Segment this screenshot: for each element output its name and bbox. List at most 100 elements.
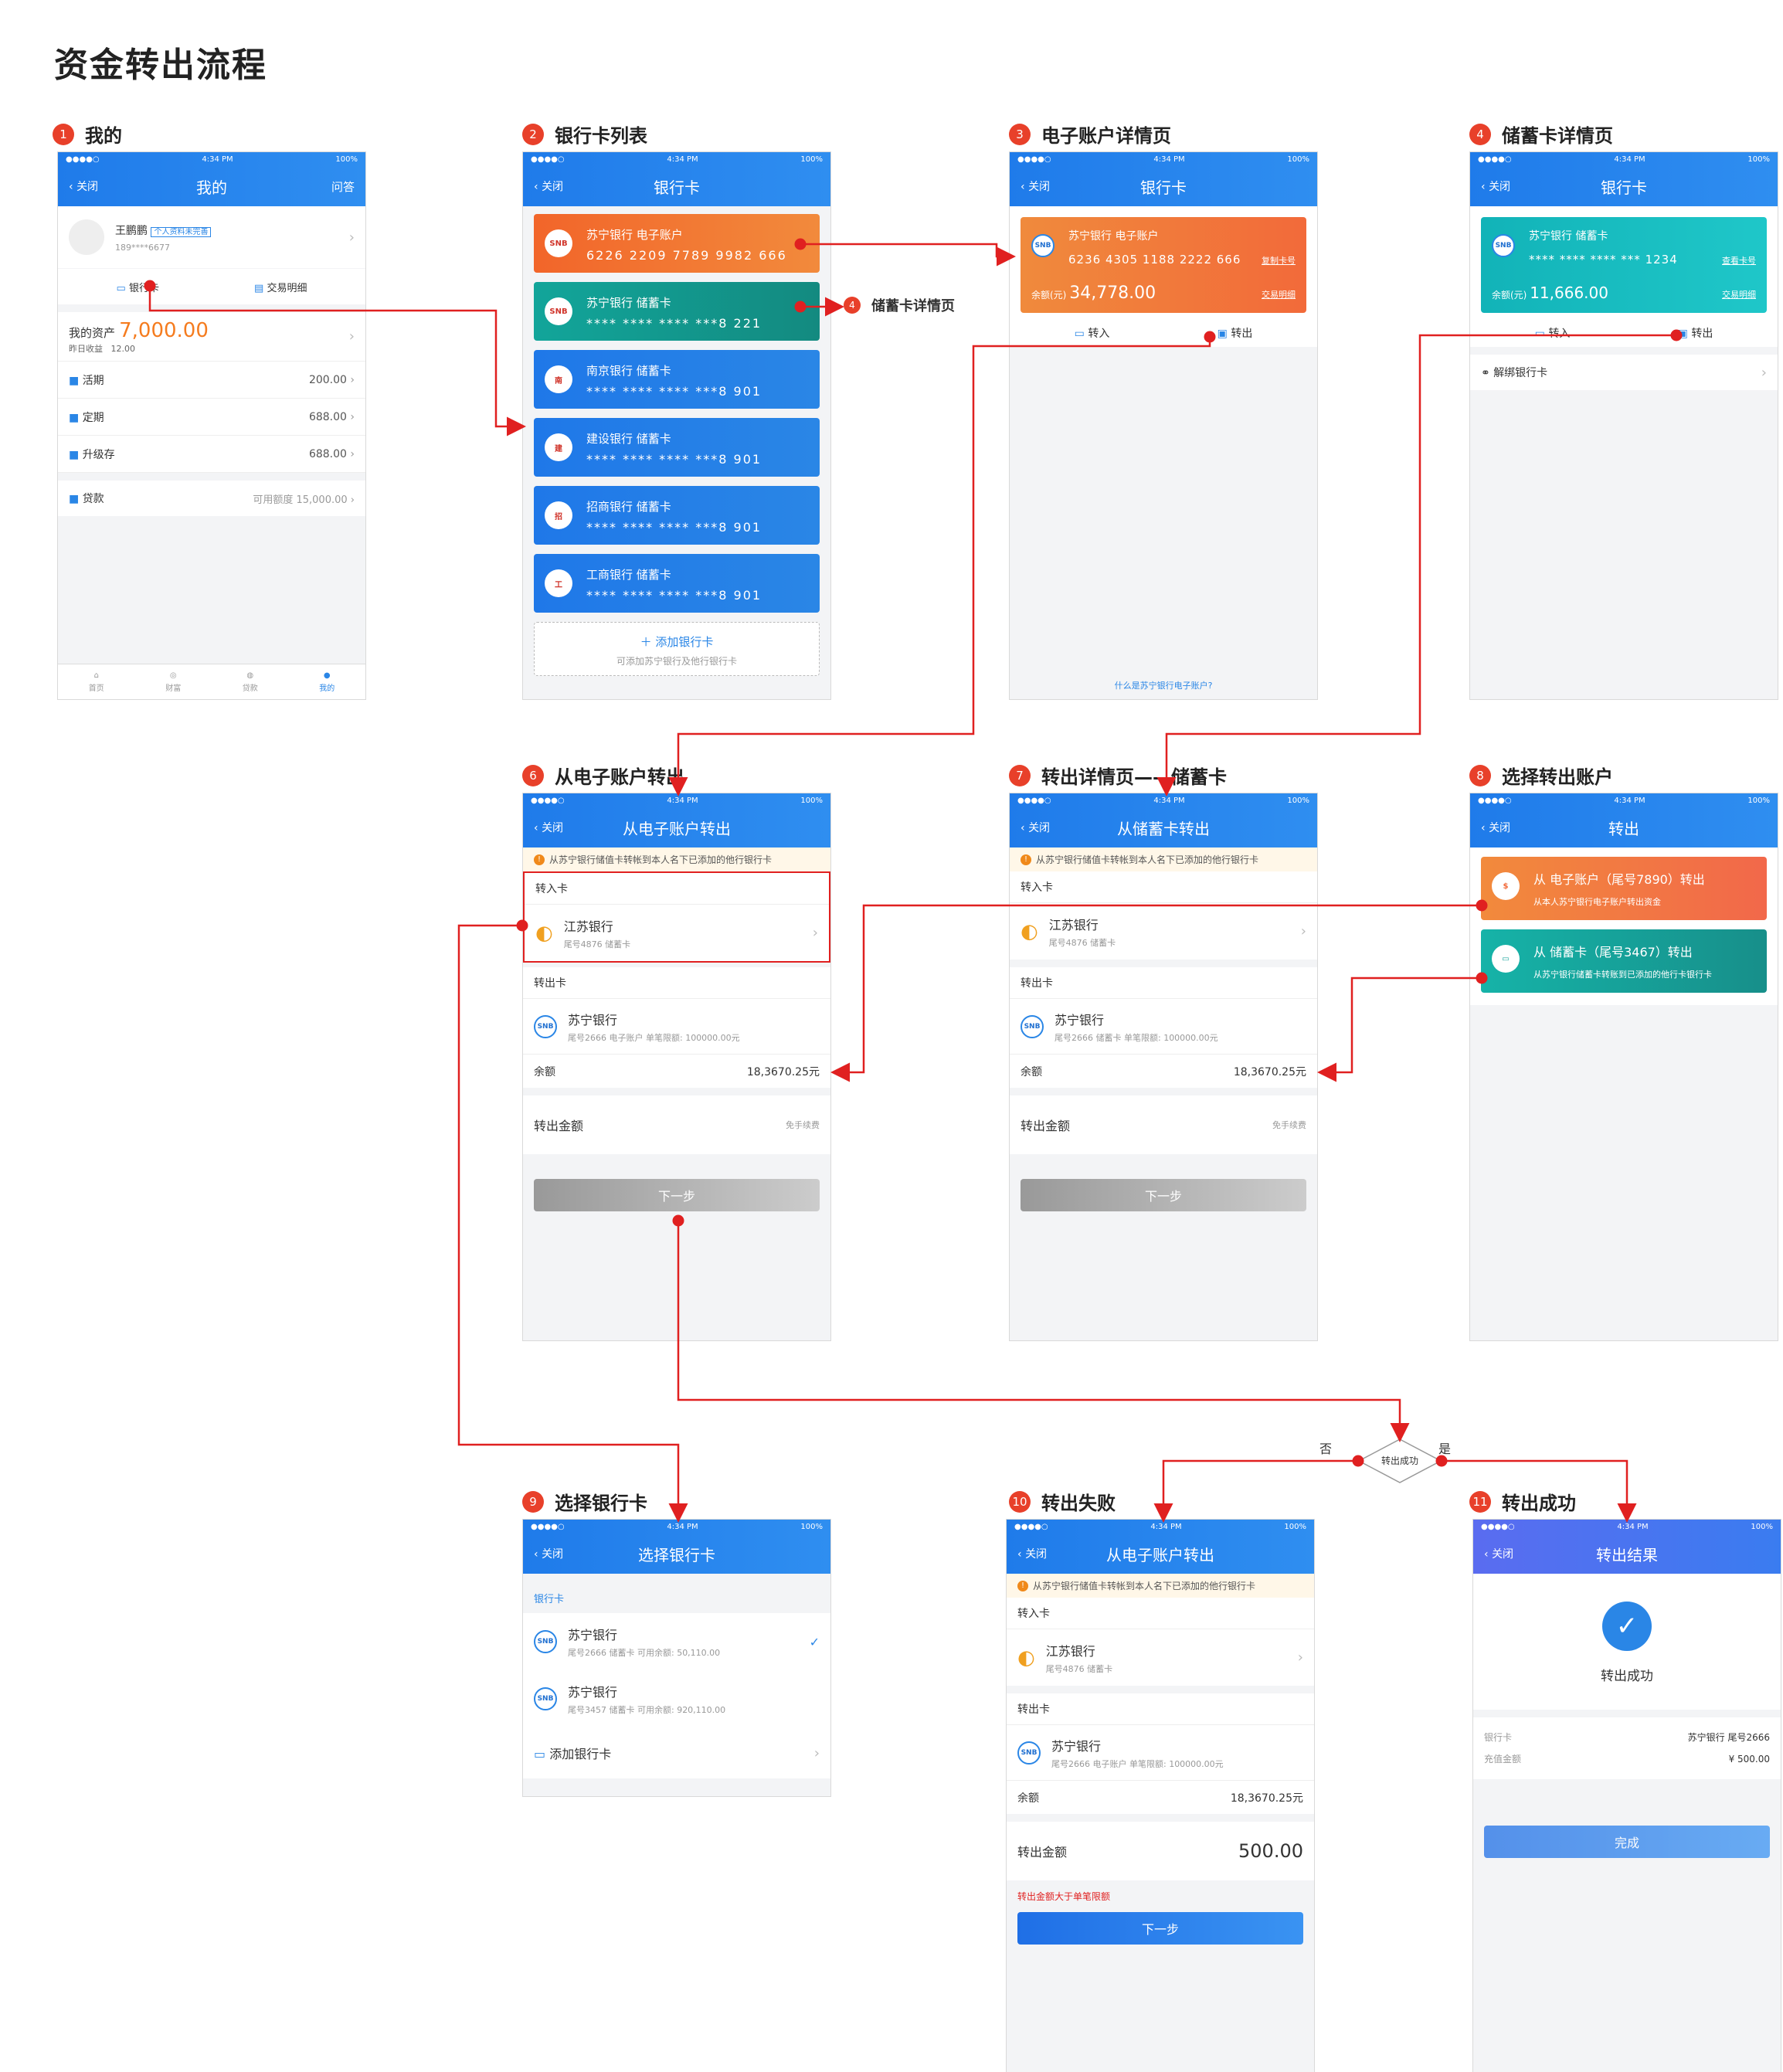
transfer-out-button[interactable]: ▣ 转出 xyxy=(1677,328,1713,340)
snb-logo-icon: SNB xyxy=(1021,1014,1044,1038)
profile-row[interactable]: 王鹏鹏 个人资料未完善 189****6677 › xyxy=(58,206,365,268)
add-card-row[interactable]: ▭ 添加银行卡› xyxy=(523,1727,830,1778)
error-message: 转出金额大于单笔限额 xyxy=(1017,1891,1111,1902)
bank-logo-icon: 招 xyxy=(545,501,572,529)
close-button[interactable]: ‹ 关闭 xyxy=(1481,822,1511,834)
option-debit-card[interactable]: ▭从 储蓄卡（尾号3467）转出从苏宁银行储蓄卡转账到已添加的他行卡银行卡 xyxy=(1481,929,1767,993)
bank-card[interactable]: 建建设银行 储蓄卡**** **** **** ***8 901 xyxy=(534,418,820,477)
card-icon: ▭ xyxy=(1492,945,1520,973)
arrow-8b-to-7 xyxy=(1317,972,1488,1082)
tab-my[interactable]: ●我的 xyxy=(319,671,335,693)
faq-link[interactable]: 什么是苏宁银行电子账户? xyxy=(1114,681,1213,691)
next-button[interactable]: 下一步 xyxy=(1021,1179,1306,1211)
list-icon: ▤ xyxy=(254,282,264,294)
card-icon: ▭ xyxy=(1534,328,1545,340)
done-button[interactable]: 完成 xyxy=(1484,1826,1770,1858)
success-check-icon: ✓ xyxy=(1602,1602,1652,1651)
close-button[interactable]: ‹ 关闭 xyxy=(534,181,564,193)
user-icon: ● xyxy=(323,671,331,680)
jiangsu-logo-icon: ◐ xyxy=(535,921,553,945)
next-button[interactable]: 下一步 xyxy=(1017,1912,1303,1945)
close-button[interactable]: ‹ 关闭 xyxy=(534,1548,564,1561)
nav-title: 我的 xyxy=(196,178,227,197)
card-plus-icon: ▭ xyxy=(534,1747,546,1761)
transfer-in-button[interactable]: ▭ 转入 xyxy=(1074,328,1110,340)
close-button[interactable]: ‹ 关闭 xyxy=(1021,822,1051,834)
trade-detail-link[interactable]: 交易明细 xyxy=(1722,290,1756,300)
step-number: 2 xyxy=(522,123,544,145)
step-number: 9 xyxy=(522,1490,544,1513)
loan-row[interactable]: ■ 贷款可用额度 15,000.00 › xyxy=(58,481,365,516)
in-card-row[interactable]: ◐江苏银行尾号4876 储蓄卡› xyxy=(1010,902,1317,960)
close-button[interactable]: ‹ 关闭 xyxy=(1017,1548,1048,1561)
notice-bar: !从苏宁银行储值卡转帐到本人名下已添加的他行银行卡 xyxy=(1010,847,1317,871)
close-button[interactable]: ‹ 关闭 xyxy=(1484,1548,1514,1561)
bank-logo-icon: 工 xyxy=(545,569,572,597)
notice-bar: !从苏宁银行储值卡转帐到本人名下已添加的他行银行卡 xyxy=(1007,1574,1314,1598)
info-icon: ! xyxy=(1021,854,1031,865)
step-10-header: 10 转出失败 xyxy=(1009,1488,1116,1515)
close-button[interactable]: ‹ 关闭 xyxy=(1481,181,1511,193)
step-number: 10 xyxy=(1009,1490,1031,1513)
copy-card-button[interactable]: 复制卡号 xyxy=(1262,256,1296,266)
step-label: 转出失败 xyxy=(1041,1493,1116,1514)
trade-detail-link[interactable]: 交易明细 xyxy=(1262,290,1296,300)
add-card-button[interactable]: ＋ 添加银行卡 可添加苏宁银行及他行银行卡 xyxy=(534,622,820,676)
view-card-button[interactable]: 查看卡号 xyxy=(1722,256,1756,266)
in-card-highlight: 转入卡 ◐江苏银行尾号4876 储蓄卡› xyxy=(523,871,830,963)
amount-input[interactable]: 转出金额免手续费 xyxy=(523,1095,830,1154)
amount-input[interactable]: 转出金额免手续费 xyxy=(1010,1095,1317,1154)
bank-card-link[interactable]: ▭ 银行卡 xyxy=(116,282,159,294)
trade-detail-link[interactable]: ▤ 交易明细 xyxy=(254,282,307,294)
bank-card[interactable]: 工工商银行 储蓄卡**** **** **** ***8 901 xyxy=(534,554,820,613)
tab-home[interactable]: ⌂首页 xyxy=(88,671,104,693)
transfer-out-button[interactable]: ▣ 转出 xyxy=(1217,328,1253,340)
option-e-account[interactable]: $从 电子账户（尾号7890）转出从本人苏宁银行电子账户转出资金 xyxy=(1481,857,1767,920)
nav-title: 从电子账户转出 xyxy=(623,820,731,838)
info-icon: ! xyxy=(1017,1580,1028,1591)
decision-diamond xyxy=(1357,1439,1442,1483)
close-button[interactable]: ‹ 关闭 xyxy=(534,822,564,834)
unbind-row[interactable]: ⚭ 解绑银行卡› xyxy=(1470,355,1778,390)
asset-icon: ■ xyxy=(69,411,80,424)
in-card-row[interactable]: ◐江苏银行尾号4876 储蓄卡› xyxy=(1007,1629,1314,1686)
bank-card[interactable]: 南南京银行 储蓄卡**** **** **** ***8 901 xyxy=(534,350,820,409)
qa-button[interactable]: 问答 xyxy=(331,180,355,194)
e-account-card: SNB 苏宁银行 电子账户 6236 4305 1188 2222 666 复制… xyxy=(1021,217,1306,313)
close-button[interactable]: ‹ 关闭 xyxy=(69,181,99,193)
nav-title: 银行卡 xyxy=(654,178,700,197)
tab-loan[interactable]: ◍贷款 xyxy=(242,671,258,693)
next-button[interactable]: 下一步 xyxy=(534,1179,820,1211)
close-button[interactable]: ‹ 关闭 xyxy=(1021,181,1051,193)
info-icon: ! xyxy=(534,854,545,865)
step-label: 储蓄卡详情页 xyxy=(1502,125,1613,147)
debit-card: SNB 苏宁银行 储蓄卡 **** **** **** *** 1234 查看卡… xyxy=(1481,217,1767,313)
bank-card[interactable]: 招招商银行 储蓄卡**** **** **** ***8 901 xyxy=(534,486,820,545)
loan-tab-icon: ◍ xyxy=(246,671,254,680)
tab-bar: ⌂首页 ◎财富 ◍贷款 ●我的 xyxy=(58,664,365,699)
in-card-row[interactable]: ◐江苏银行尾号4876 储蓄卡› xyxy=(525,904,829,961)
tab-wealth[interactable]: ◎财富 xyxy=(165,671,182,693)
assets-row[interactable]: 我的资产 7,000.00 昨日收益 12.00› xyxy=(58,312,365,362)
step-number: 3 xyxy=(1009,123,1031,145)
snb-logo-icon: SNB xyxy=(534,1014,557,1038)
decision-no-label: 否 xyxy=(1319,1442,1333,1456)
profile-tag: 个人资料未完善 xyxy=(151,226,212,237)
transfer-in-button[interactable]: ▭ 转入 xyxy=(1534,328,1571,340)
